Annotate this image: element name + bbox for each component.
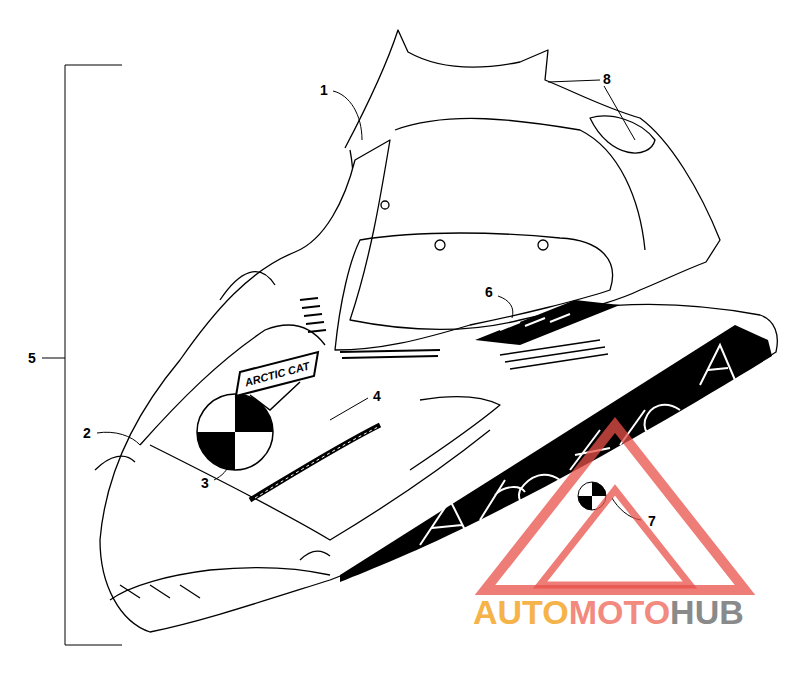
callout-number: 1 [320,83,328,97]
callout-number: 4 [373,389,381,403]
callout-number: 7 [648,514,656,528]
callout-number: 3 [201,476,209,490]
watermark-text: MOTO [569,595,670,629]
watermark-text: HUB [670,595,744,629]
callout-number: 6 [485,285,493,299]
callout-number: 8 [603,72,611,86]
callout-number: 5 [28,351,36,365]
callout-number: 2 [83,426,91,440]
watermark-text: AUTO [473,595,569,629]
